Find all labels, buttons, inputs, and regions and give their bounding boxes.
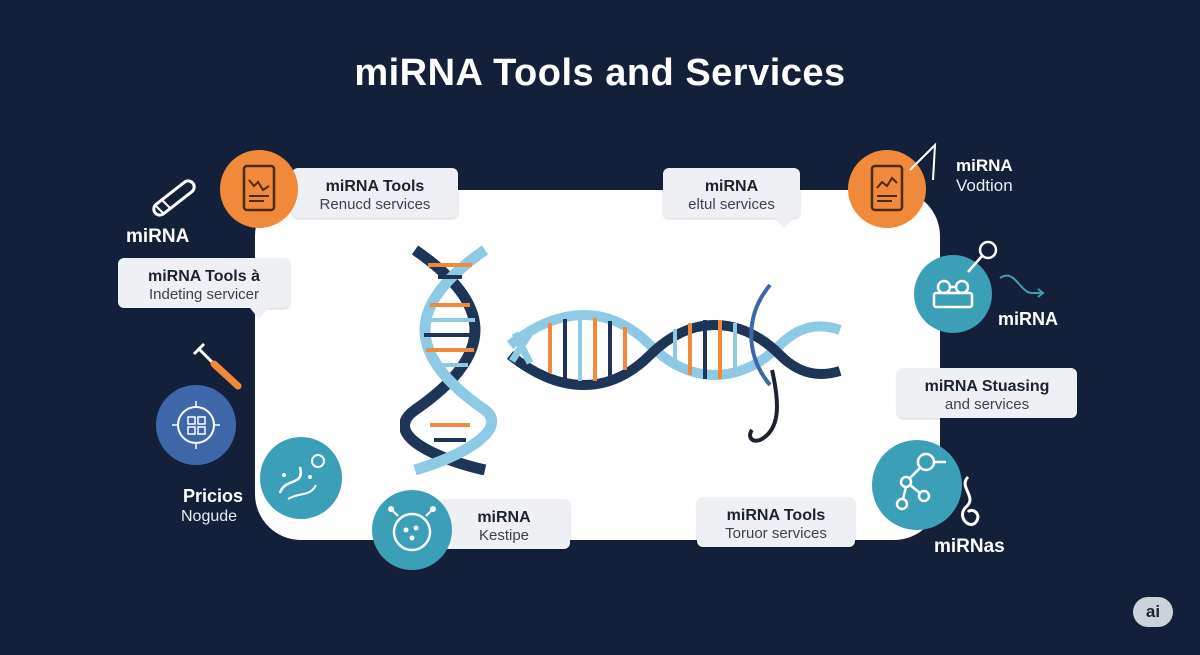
- cell-icon: [156, 385, 236, 465]
- callout-top-left: miRNA Tools Renucd services: [292, 168, 458, 218]
- tablet-chart-icon: [848, 150, 926, 228]
- bacteria-icon: [260, 437, 342, 519]
- pipette-icon: [152, 179, 196, 217]
- callout-title: miRNA Tools: [325, 178, 425, 195]
- label-left-top: miRNA: [126, 226, 190, 247]
- callout-subtitle: Toruor services: [725, 525, 827, 542]
- central-panel: [255, 190, 940, 540]
- pipette-icon: [192, 342, 242, 390]
- callout-left: miRNA Tools à Indeting servicer: [118, 258, 290, 319]
- tablet-chart-icon: [220, 150, 298, 228]
- callout-title: miRNA: [704, 178, 759, 195]
- callout-title: miRNA Stuasing: [924, 378, 1050, 395]
- vertical-helix: [400, 245, 498, 475]
- page-title: miRNA Tools and Services: [354, 52, 846, 94]
- callout-title: miRNA: [477, 509, 531, 526]
- label-right-top-sub: Vodtion: [956, 176, 1013, 195]
- molecule-icon: [914, 255, 992, 333]
- label-right-bottom: miRNas: [934, 536, 1005, 557]
- dna-helix-icon: [400, 245, 842, 475]
- molecule-link-icon: [967, 240, 1045, 298]
- ai-badge: ai: [1133, 597, 1173, 627]
- pen-line-icon: [909, 142, 937, 181]
- label-left-bottom-sub: Nogude: [181, 508, 238, 525]
- callout-bottom-right: miRNA Tools Toruor services: [697, 497, 855, 547]
- label-right-mid: miRNA: [998, 309, 1059, 329]
- callout-right: miRNA Stuasing and services: [897, 368, 1077, 418]
- callout-title: miRNA Tools: [726, 507, 826, 524]
- horizontal-helix: [506, 310, 842, 390]
- callout-subtitle: Indeting servicer: [148, 286, 260, 303]
- callout-subtitle: eltul services: [688, 196, 775, 213]
- label-right-top: miRNA: [956, 156, 1013, 175]
- cell-icon: [372, 490, 452, 570]
- molecule-icon: [872, 440, 962, 530]
- callout-top-center: miRNA eltul services: [663, 168, 800, 229]
- callout-title: miRNA Tools à: [147, 268, 260, 285]
- callout-subtitle: and services: [944, 396, 1030, 413]
- label-left-bottom: Pricios: [183, 486, 244, 506]
- callout-subtitle: Kestipe: [478, 527, 530, 544]
- callout-subtitle: Renucd services: [319, 196, 431, 213]
- strand-icon: [961, 475, 980, 526]
- callout-bottom-center: miRNA Kestipe: [438, 499, 570, 549]
